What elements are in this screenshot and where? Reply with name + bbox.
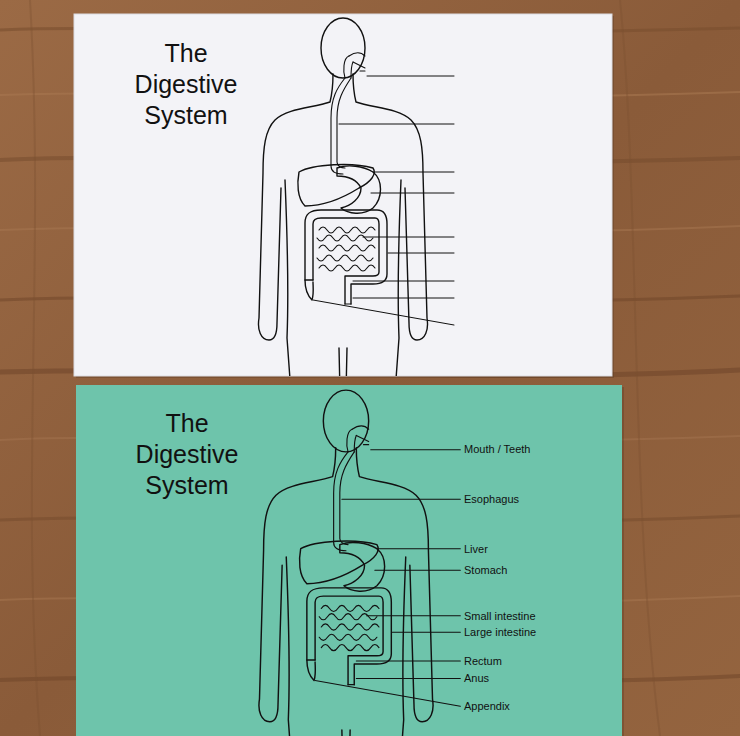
organ-label: Rectum — [464, 654, 502, 668]
card-title: The Digestive System — [120, 38, 252, 131]
card-teal — [76, 385, 622, 736]
card-title: The Digestive System — [121, 408, 253, 501]
organ-label: Large intestine — [464, 625, 536, 639]
card: The Digestive System — [74, 14, 612, 376]
organ-label: Esophagus — [464, 492, 519, 506]
card: The Digestive System — [76, 385, 622, 736]
body-figure — [258, 18, 454, 376]
organ-label: Anus — [464, 671, 489, 685]
organ-label: Mouth / Teeth — [464, 442, 530, 456]
organ-label: Stomach — [464, 563, 507, 577]
body-figure — [259, 390, 460, 736]
organ-label: Small intestine — [464, 609, 536, 623]
organ-label: Appendix — [464, 699, 510, 713]
organ-label: Liver — [464, 542, 488, 556]
card-white — [74, 14, 612, 376]
